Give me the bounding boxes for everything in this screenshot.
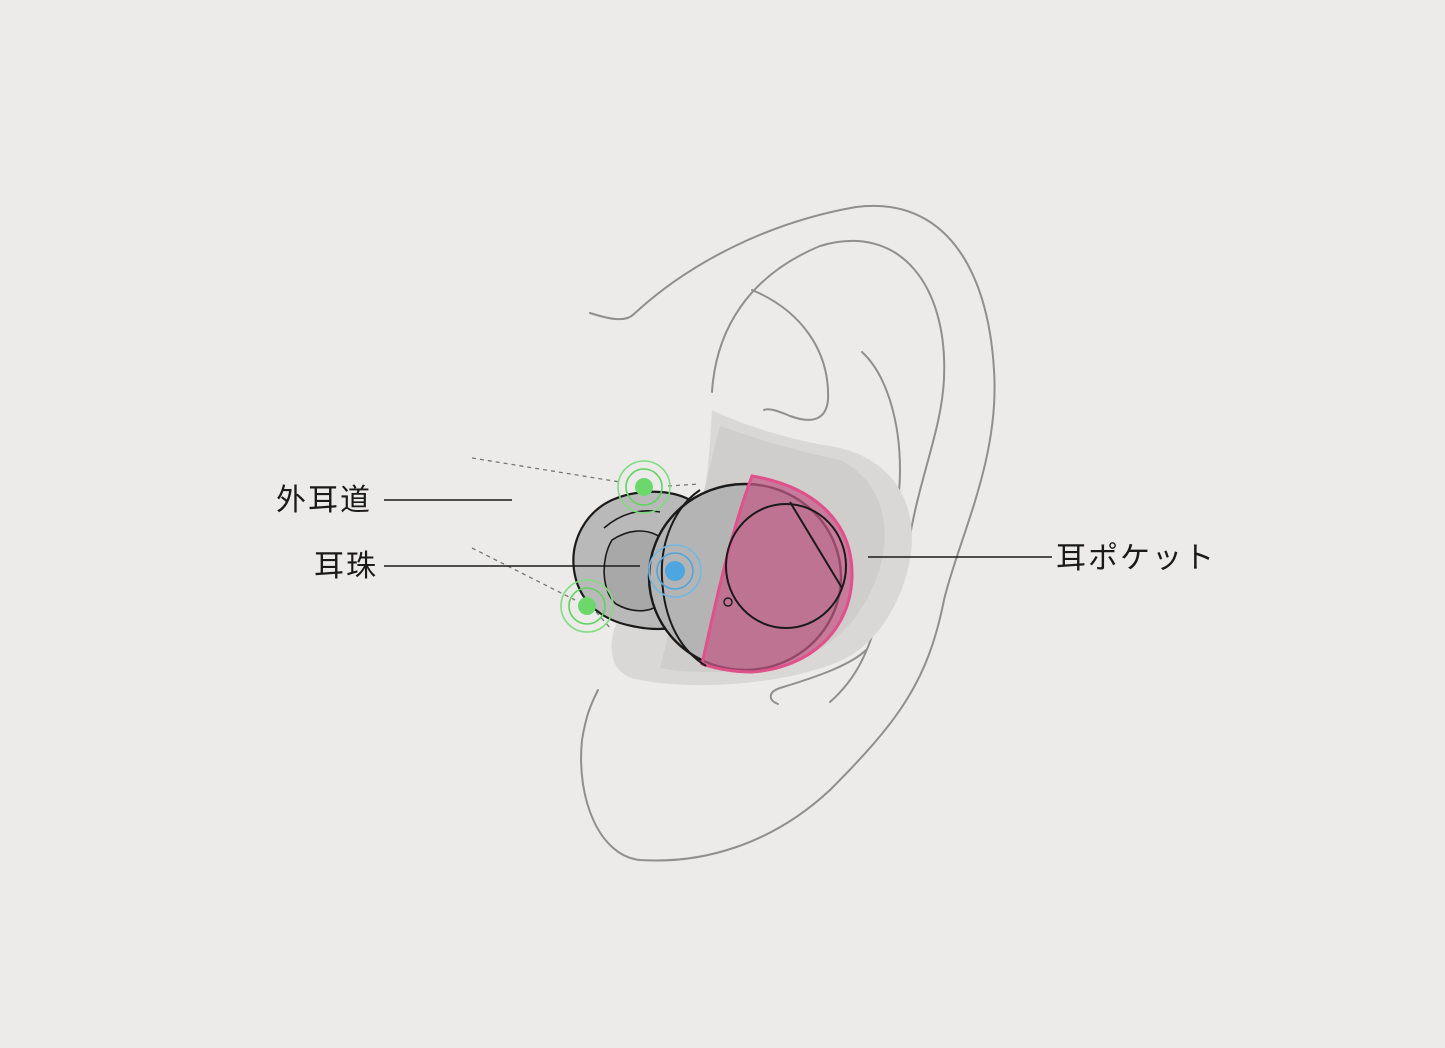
concentric-rings-icon [617, 460, 671, 514]
concentric-rings-icon [648, 544, 702, 598]
helix-outer [580, 204, 996, 862]
antihelix [711, 240, 946, 549]
earbud [572, 474, 854, 674]
ear-pocket-label: 耳ポケット [1056, 541, 1216, 576]
triangular-fossa [751, 289, 830, 421]
ear-pocket-highlight [700, 474, 854, 674]
leader-lines [384, 499, 1052, 567]
tragus-label: 耳珠 [314, 549, 378, 584]
ear-canal-label: 外耳道 [276, 483, 372, 518]
dashed-guides [471, 457, 701, 631]
concentric-rings-icon [560, 579, 614, 633]
antitragus-curve [769, 649, 867, 705]
